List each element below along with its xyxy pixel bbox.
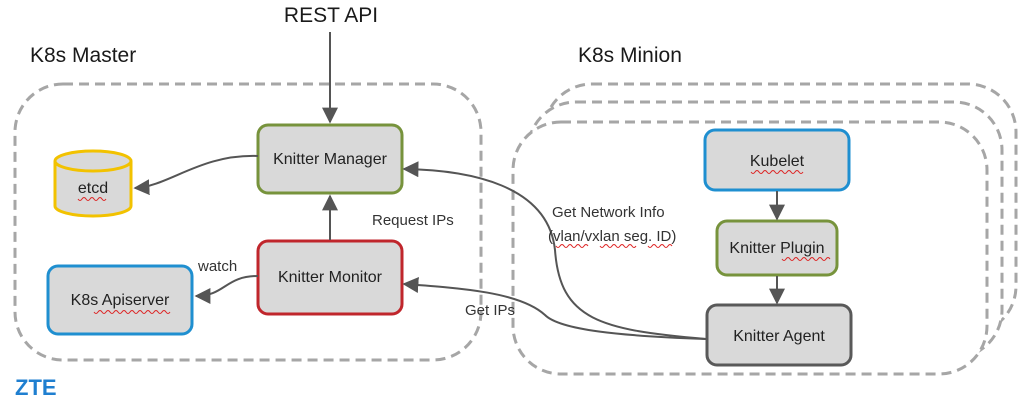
spellcheck-underline <box>647 244 673 248</box>
top-label: REST API <box>284 4 378 27</box>
knitter-monitor-label: Knitter Monitor <box>278 269 383 286</box>
k8s-apiserver-node: K8s Apiserver <box>46 264 194 336</box>
knitter-agent-node: Knitter Agent <box>705 303 853 367</box>
spellcheck-underline <box>781 257 831 261</box>
watch-edge-label: watch <box>197 258 237 275</box>
spellcheck-underline <box>555 244 589 248</box>
request-ips-edge-label: Request IPs <box>372 212 454 229</box>
knitter-plugin-node: Knitter Plugin <box>715 219 839 277</box>
etcd-label: etcd <box>78 180 108 197</box>
master-group-outline <box>13 82 483 362</box>
knitter-monitor-node: Knitter Monitor <box>256 239 404 316</box>
etcd-node: etcd <box>53 149 133 218</box>
manager-to-etcd-edge <box>133 154 259 196</box>
kubelet-node: Kubelet <box>703 128 851 192</box>
kubelet-label: Kubelet <box>750 153 805 170</box>
spellcheck-underline <box>750 170 804 174</box>
spellcheck-underline <box>599 244 637 248</box>
master-title: K8s Master <box>30 44 136 67</box>
knitter-agent-label: Knitter Agent <box>733 328 825 345</box>
knitter-manager-node: Knitter Manager <box>256 123 404 195</box>
minion-title: K8s Minion <box>578 44 682 67</box>
monitor-to-apiserver-edge <box>194 275 259 304</box>
agent-to-manager-edge <box>402 161 707 340</box>
spellcheck-underline <box>77 197 107 201</box>
get-network-info-label-line-2: (vlan/vxlan seg. ID) <box>548 228 676 245</box>
agent-to-monitor-edge <box>402 277 707 340</box>
knitter-plugin-label: Knitter Plugin <box>729 240 824 257</box>
get-ips-edge-label: Get IPs <box>465 302 515 319</box>
get-network-info-label-line-1: Get Network Info <box>552 204 665 221</box>
spellcheck-underline <box>93 310 171 314</box>
knitter-manager-label: Knitter Manager <box>273 151 388 168</box>
k8s-apiserver-label: K8s Apiserver <box>71 292 170 309</box>
zte-logo: ZTE <box>15 375 57 400</box>
